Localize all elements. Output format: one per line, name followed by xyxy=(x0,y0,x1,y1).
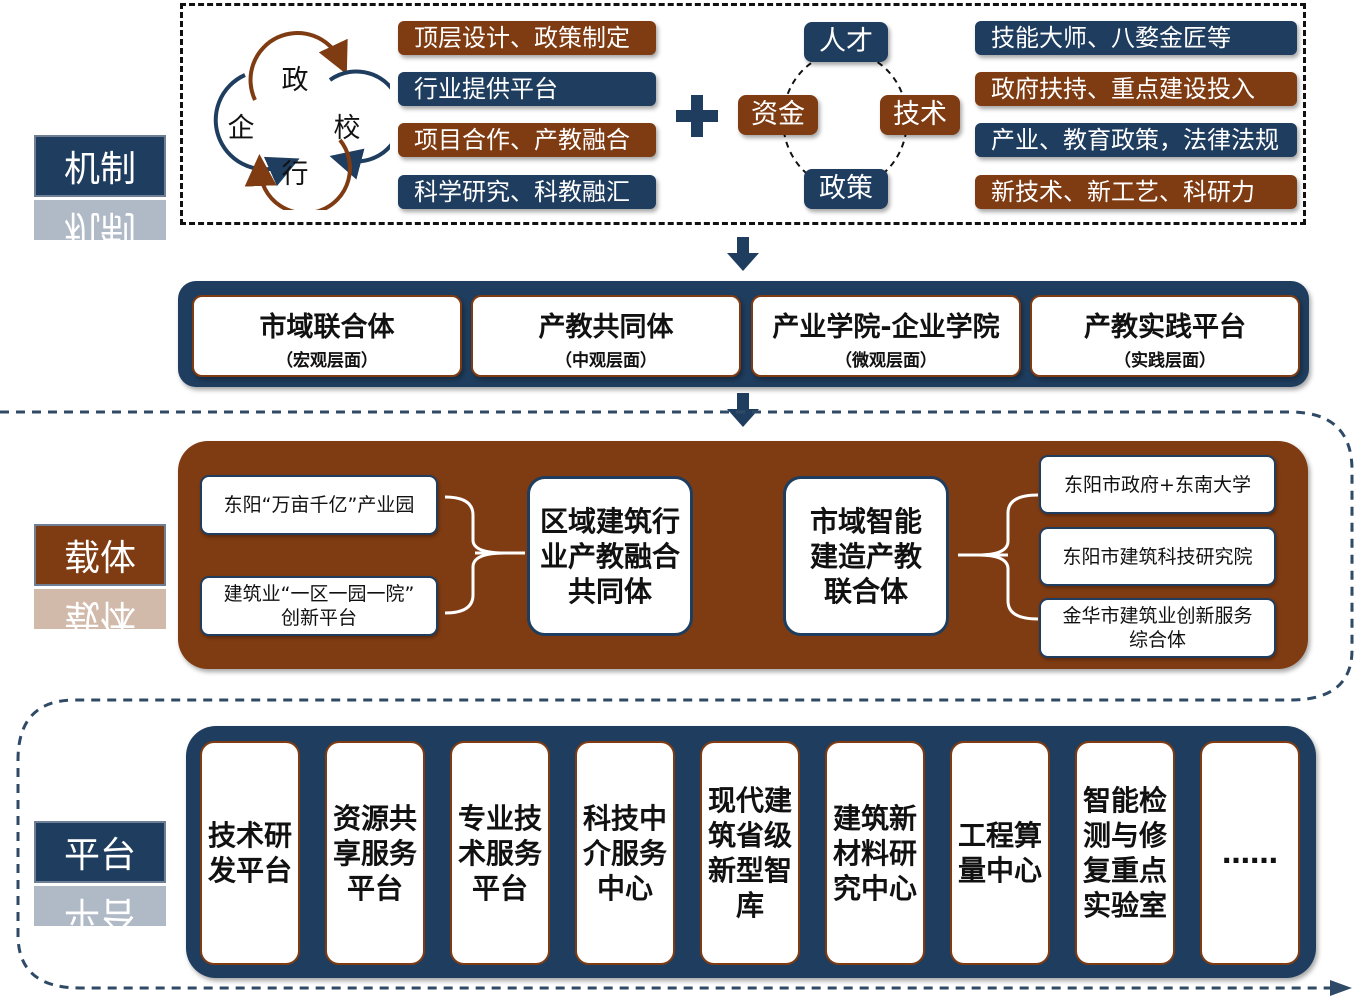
carrier-right-item: 东阳市建筑科技研究院 xyxy=(1039,527,1276,586)
plus-icon xyxy=(676,95,718,137)
carrier-card-title: 产教实践平台 xyxy=(1084,312,1246,343)
bracket-left xyxy=(445,495,525,615)
platform-professional-service: 专业技 术服务 平台 xyxy=(450,741,550,965)
mechanism-right-item: 产业、教育政策，法律法规 xyxy=(975,123,1297,157)
carrier-right-item: 金华市建筑业创新服务 综合体 xyxy=(1039,598,1276,658)
carrier-card-industry-college: 产业学院-企业学院 （微观层面） xyxy=(751,295,1021,377)
platform-think-tank: 现代建 筑省级 新型智 库 xyxy=(700,741,800,965)
mechanism-left-item: 行业提供平台 xyxy=(398,72,656,106)
carrier-card-level: （宏观层面） xyxy=(276,351,378,371)
cycle-diagram xyxy=(213,31,390,210)
cycle-industry: 行 xyxy=(281,159,309,190)
mechanism-dashed-frame xyxy=(180,3,1306,225)
carrier-card-title: 产业学院-企业学院 xyxy=(772,312,1000,343)
carrier-core-community: 区域建筑行 业产教融合 共同体 xyxy=(527,476,693,636)
resource-funds: 资金 xyxy=(738,95,818,135)
section-label-platform-reflection: 平台 xyxy=(34,886,166,926)
cycle-enterprise: 企 xyxy=(227,113,255,144)
cycle-government: 政 xyxy=(281,65,309,96)
carrier-left-item: 建筑业“一区一园一院” 创新平台 xyxy=(200,576,438,636)
carrier-card-practice-platform: 产教实践平台 （实践层面） xyxy=(1030,295,1300,377)
carrier-card-level: （微观层面） xyxy=(835,351,937,371)
platform-new-materials: 建筑新 材料研 究中心 xyxy=(825,741,925,965)
section-label-mechanism: 机制 xyxy=(34,135,166,197)
resource-policy: 政策 xyxy=(804,169,888,209)
bracket-right xyxy=(958,493,1038,621)
mechanism-right-item: 新技术、新工艺、科研力 xyxy=(975,175,1297,209)
carrier-card-community: 产教共同体 （中观层面） xyxy=(471,295,741,377)
mechanism-left-item: 顶层设计、政策制定 xyxy=(398,21,656,55)
section-label-platform: 平台 xyxy=(34,821,166,883)
mechanism-right-item: 政府扶持、重点建设投入 xyxy=(975,72,1297,106)
resource-talent: 人才 xyxy=(804,22,888,62)
platform-more: …… xyxy=(1200,741,1300,965)
mechanism-left-item: 项目合作、产教融合 xyxy=(398,123,656,157)
mechanism-left-item: 科学研究、科教融汇 xyxy=(398,175,656,209)
cycle-school: 校 xyxy=(333,113,361,144)
carrier-card-city-alliance: 市域联合体 （宏观层面） xyxy=(192,295,462,377)
mechanism-right-item: 技能大师、八婺金匠等 xyxy=(975,21,1297,55)
carrier-left-item: 东阳“万亩千亿”产业园 xyxy=(200,475,438,535)
carrier-card-title: 市域联合体 xyxy=(259,312,395,343)
carrier-card-level: （中观层面） xyxy=(555,351,657,371)
down-arrow-icon xyxy=(727,237,759,271)
carrier-card-title: 产教共同体 xyxy=(538,312,674,343)
cycle-arcs xyxy=(213,31,390,210)
section-label-carrier-reflection: 载体 xyxy=(34,589,166,629)
platform-inspection-lab: 智能检 测与修 复重点 实验室 xyxy=(1075,741,1175,965)
down-arrow-icon xyxy=(727,393,759,427)
platform-quantity-survey: 工程算 量中心 xyxy=(950,741,1050,965)
platform-resource-sharing: 资源共 享服务 平台 xyxy=(325,741,425,965)
platform-tech-intermediary: 科技中 介服务 中心 xyxy=(575,741,675,965)
carrier-card-level: （实践层面） xyxy=(1114,351,1216,371)
carrier-right-item: 东阳市政府+东南大学 xyxy=(1039,455,1276,514)
section-label-carrier: 载体 xyxy=(34,524,166,586)
carrier-core-alliance: 市域智能 建造产教 联合体 xyxy=(783,476,949,636)
platform-rd: 技术研 发平台 xyxy=(200,741,300,965)
resource-technology: 技术 xyxy=(880,95,960,135)
